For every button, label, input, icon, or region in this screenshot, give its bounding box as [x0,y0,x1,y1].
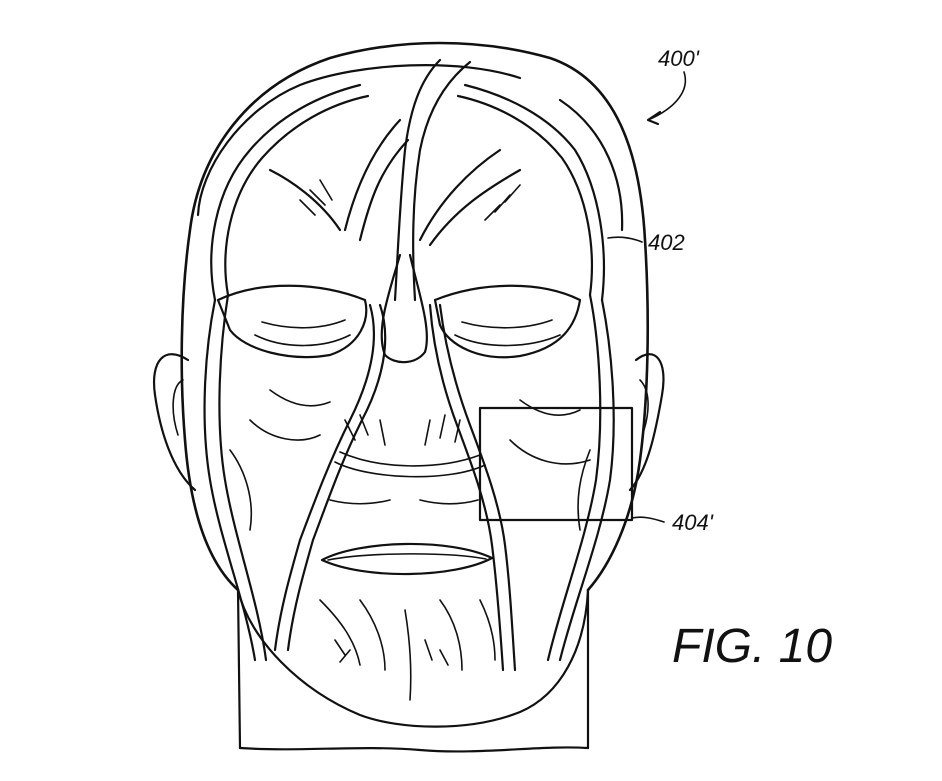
label-figure-ref-400: 400' [658,46,700,71]
leader-lines [607,71,687,523]
right-ear [628,353,665,492]
right-eye [433,284,582,359]
label-vessel-ref-402: 402 [648,230,685,255]
head-outline [180,41,650,592]
label-region-ref-404: 404' [672,510,714,535]
figure-title: FIG. 10 [672,620,832,673]
mouth [320,542,494,576]
nose [334,253,486,478]
vessel-network [203,58,615,701]
neck-outline [236,588,590,753]
left-eye [216,284,368,359]
region-box-404 [478,406,634,522]
jaw-outline [236,588,590,728]
left-ear [152,353,197,492]
